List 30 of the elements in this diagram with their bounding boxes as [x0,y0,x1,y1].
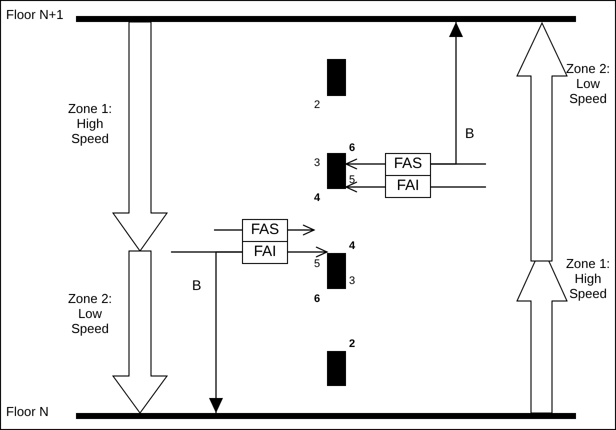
callout-number: 4 [314,191,320,206]
callout-number: 3 [349,274,356,289]
floor-label: Floor N+1 [6,7,64,22]
magnet-block [327,153,346,189]
callout-number: 4 [349,239,356,254]
sensor-box: FAI [385,175,431,198]
zone-label: Zone 1: High Speed [564,256,612,301]
zone-label: Zone 1: High Speed [66,101,114,146]
sensor-box: FAS [385,153,431,176]
zone-label: Zone 2: Low Speed [66,291,114,336]
edge-label: B [191,277,202,293]
arrow [288,224,315,236]
edge-label: B [464,125,476,141]
arrow [345,158,385,170]
callout-number: 6 [314,292,320,307]
callout-number: 2 [349,337,356,352]
magnet-block [327,59,346,96]
callout-number: 2 [314,98,320,113]
magnet-block [327,351,346,386]
arrow [288,246,328,258]
callout-number: 6 [349,141,356,156]
callout-number: 5 [314,257,320,272]
magnet-block [327,253,346,289]
sensor-box: FAI [242,241,288,264]
zone-label: Zone 2: Low Speed [564,61,612,106]
callout-number: 5 [349,173,356,188]
callout-number: 3 [314,156,320,171]
arrow [345,181,385,193]
floor-label: Floor N [6,404,49,419]
sensor-box: FAS [242,219,288,242]
